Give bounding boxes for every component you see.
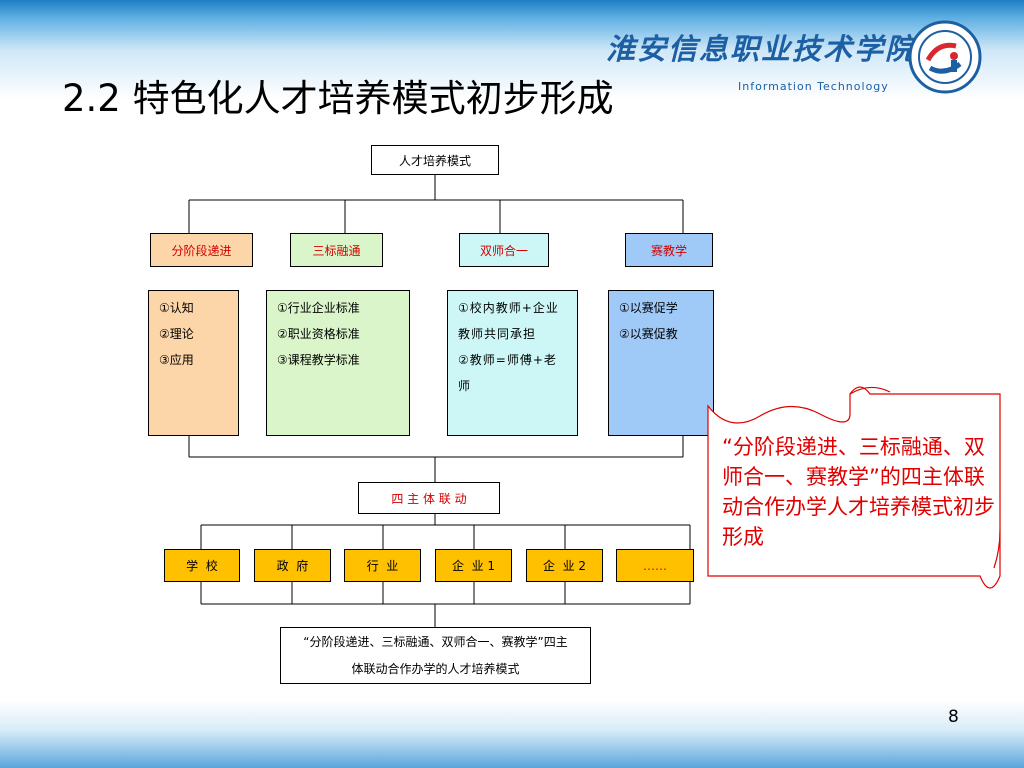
school-name: 淮安信息职业技术学院	[606, 32, 917, 66]
participant-label: 政 府	[276, 559, 309, 573]
participant-school: 学 校	[164, 549, 240, 582]
category-header-staged: 分阶段递进	[150, 233, 253, 267]
detail-item: ②以赛促教	[619, 327, 678, 341]
category-detail-dual-teacher: ①校内教师+企业教师共同承担 ②教师=师傅+老师	[447, 290, 578, 436]
category-label: 双师合一	[479, 243, 528, 258]
detail-item: ②理论	[159, 327, 194, 341]
detail-item: ①认知	[159, 301, 194, 315]
category-detail-staged: ①认知 ②理论 ③应用	[148, 290, 239, 436]
participant-enterprise-2: 企 业 2	[526, 549, 603, 582]
category-label: 分阶段递进	[171, 243, 232, 258]
detail-item: ①以赛促学	[619, 301, 678, 315]
category-label: 三标融通	[312, 243, 361, 258]
participant-industry: 行 业	[344, 549, 421, 582]
school-logo-icon	[908, 20, 982, 94]
detail-item: ①校内教师+企业教师共同承担	[458, 301, 559, 341]
participant-more: ……	[616, 549, 694, 582]
integration-label: 四 主 体 联 动	[391, 491, 467, 506]
root-node: 人才培养模式	[371, 145, 499, 175]
detail-item: ③课程教学标准	[277, 353, 360, 367]
participant-label: ……	[643, 558, 667, 573]
result-label: “分阶段递进、三标融通、双师合一、赛教学”四主体联动合作办学的人才培养模式	[303, 634, 568, 676]
category-header-three-standards: 三标融通	[290, 233, 383, 267]
detail-item: ②职业资格标准	[277, 327, 360, 341]
participant-label: 企 业 2	[542, 559, 587, 573]
detail-item: ③应用	[159, 353, 194, 367]
integration-node: 四 主 体 联 动	[358, 482, 500, 514]
participant-label: 学 校	[186, 559, 218, 573]
category-header-competition: 赛教学	[625, 233, 713, 267]
callout-scroll-shape	[707, 386, 1001, 589]
participant-enterprise-1: 企 业 1	[435, 549, 512, 582]
callout-text: “分阶段递进、三标融通、双师合一、赛教学”的四主体联动合作办学人才培养模式初步形…	[722, 435, 995, 549]
detail-item: ①行业企业标准	[277, 301, 360, 315]
category-detail-competition: ①以赛促学 ②以赛促教	[608, 290, 714, 436]
participant-government: 政 府	[254, 549, 331, 582]
slide-title: 2.2 特色化人才培养模式初步形成	[62, 77, 614, 120]
page-number: 8	[948, 707, 959, 727]
school-english-name: Information Technology	[738, 80, 889, 93]
category-header-dual-teacher: 双师合一	[459, 233, 549, 267]
root-node-label: 人才培养模式	[398, 153, 471, 168]
category-detail-three-standards: ①行业企业标准 ②职业资格标准 ③课程教学标准	[266, 290, 410, 436]
category-label: 赛教学	[650, 243, 687, 258]
detail-item: ②教师=师傅+老师	[458, 353, 557, 393]
result-node: “分阶段递进、三标融通、双师合一、赛教学”四主体联动合作办学的人才培养模式	[280, 627, 591, 684]
participant-label: 企 业 1	[451, 559, 496, 573]
participant-label: 行 业	[366, 559, 399, 573]
